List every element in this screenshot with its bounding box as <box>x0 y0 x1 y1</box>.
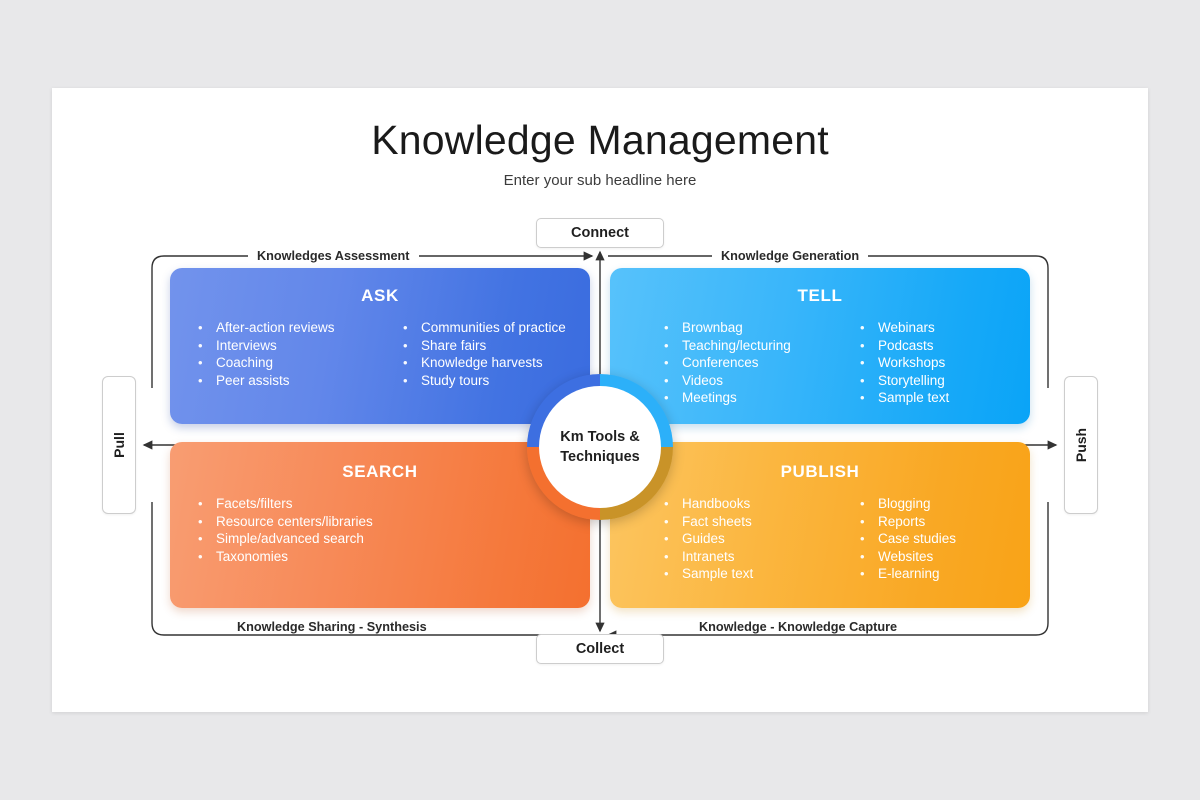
quadrant-tell[interactable]: TELL Brownbag Teaching/lecturing Confere… <box>610 268 1030 424</box>
list-item: Intranets <box>662 548 858 566</box>
list-item: Communities of practice <box>401 319 566 337</box>
list-item: Sample text <box>662 565 858 583</box>
list-item: Share fairs <box>401 337 566 355</box>
list-item: Resource centers/libraries <box>196 513 572 531</box>
list-item: Taxonomies <box>196 548 572 566</box>
list-item: Study tours <box>401 372 566 390</box>
list-item: After-action reviews <box>196 319 401 337</box>
list-item: Blogging <box>858 495 956 513</box>
list-item: Reports <box>858 513 956 531</box>
list-item: E-learning <box>858 565 956 583</box>
list-item: Sample text <box>858 389 949 407</box>
list-item: Case studies <box>858 530 956 548</box>
list-item: Webinars <box>858 319 949 337</box>
list-item: Videos <box>662 372 858 390</box>
list-item: Workshops <box>858 354 949 372</box>
quadrant-search[interactable]: SEARCH Facets/filters Resource centers/l… <box>170 442 590 608</box>
quadrant-tell-lists: Brownbag Teaching/lecturing Conferences … <box>610 319 1030 408</box>
quadrant-ask[interactable]: ASK After-action reviews Interviews Coac… <box>170 268 590 424</box>
quadrant-search-column-1: Facets/filters Resource centers/librarie… <box>196 495 572 566</box>
rail-label-knowledges-assessment: Knowledges Assessment <box>248 249 419 263</box>
quadrant-tell-column-2: Webinars Podcasts Workshops Storytelling… <box>858 319 949 408</box>
quadrant-tell-title: TELL <box>797 286 843 305</box>
quadrant-ask-title: ASK <box>361 286 399 305</box>
list-item: Websites <box>858 548 956 566</box>
rail-label-knowledge-sharing-synthesis: Knowledge Sharing - Synthesis <box>228 620 436 634</box>
pill-push-label: Push <box>1073 427 1089 463</box>
list-item: Peer assists <box>196 372 401 390</box>
page-title: Knowledge Management <box>371 117 829 163</box>
list-item: Guides <box>662 530 858 548</box>
pill-pull[interactable]: Pull <box>102 376 136 514</box>
list-item: Storytelling <box>858 372 949 390</box>
knowledge-management-diagram: ASK After-action reviews Interviews Coac… <box>52 88 1148 712</box>
rail-label-knowledge-generation: Knowledge Generation <box>712 249 869 263</box>
list-item: Teaching/lecturing <box>662 337 858 355</box>
quadrant-ask-column-2: Communities of practice Share fairs Know… <box>401 319 566 390</box>
list-item: Fact sheets <box>662 513 858 531</box>
list-item: Knowledge harvests <box>401 354 566 372</box>
pill-pull-label: Pull <box>111 432 127 458</box>
list-item: Handbooks <box>662 495 858 513</box>
list-item: Meetings <box>662 389 858 407</box>
list-item: Interviews <box>196 337 401 355</box>
list-item: Simple/advanced search <box>196 530 572 548</box>
slide-canvas: Knowledge Management Enter your sub head… <box>52 88 1148 712</box>
hub-label: Km Tools & Techniques <box>560 429 640 465</box>
pill-collect[interactable]: Collect <box>536 634 664 664</box>
pill-connect[interactable]: Connect <box>536 218 664 248</box>
page-subtitle: Enter your sub headline here <box>503 172 697 189</box>
quadrant-tell-column-1: Brownbag Teaching/lecturing Conferences … <box>662 319 858 408</box>
quadrant-publish-title: PUBLISH <box>780 462 860 481</box>
quadrant-publish-column-2: Blogging Reports Case studies Websites E… <box>858 495 956 584</box>
list-item: Brownbag <box>662 319 858 337</box>
rail-label-knowledge-capture: Knowledge - Knowledge Capture <box>690 620 907 634</box>
quadrant-ask-lists: After-action reviews Interviews Coaching… <box>170 319 590 390</box>
quadrant-search-title: SEARCH <box>342 462 418 481</box>
quadrant-search-lists: Facets/filters Resource centers/librarie… <box>170 495 590 566</box>
list-item: Podcasts <box>858 337 949 355</box>
quadrant-ask-column-1: After-action reviews Interviews Coaching… <box>196 319 401 390</box>
list-item: Coaching <box>196 354 401 372</box>
quadrant-publish-lists: Handbooks Fact sheets Guides Intranets S… <box>610 495 1030 584</box>
quadrant-publish[interactable]: PUBLISH Handbooks Fact sheets Guides Int… <box>610 442 1030 608</box>
list-item: Conferences <box>662 354 858 372</box>
quadrant-publish-column-1: Handbooks Fact sheets Guides Intranets S… <box>662 495 858 584</box>
hub-circle[interactable]: Km Tools & Techniques <box>539 386 661 508</box>
list-item: Facets/filters <box>196 495 572 513</box>
pill-push[interactable]: Push <box>1064 376 1098 514</box>
